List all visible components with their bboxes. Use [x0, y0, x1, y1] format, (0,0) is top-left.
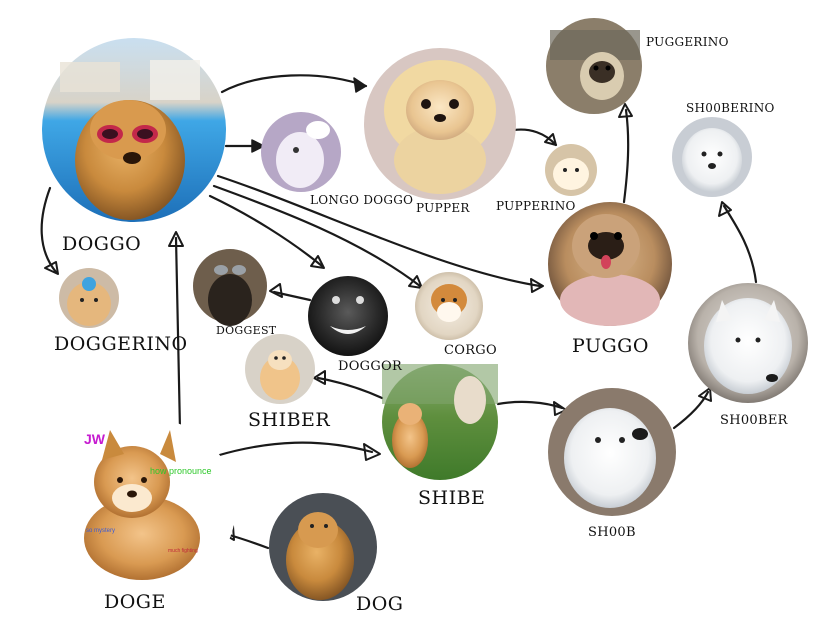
doge-overlay-jw: JW [84, 431, 106, 447]
shoober-photo [688, 283, 808, 403]
arrowhead [251, 139, 265, 153]
arrowhead [269, 283, 283, 298]
label-pupperino: PUPPERINO [496, 199, 576, 213]
label-shoob: SH00B [588, 525, 636, 540]
arrowhead [353, 77, 367, 93]
arrow-shoob-to-shoober [672, 390, 710, 430]
corgo-photo [415, 272, 483, 340]
label-doggo: DOGGO [62, 233, 141, 255]
arrow-shibe-to-shiber [316, 376, 384, 400]
arrowhead [553, 401, 567, 416]
label-doggerino: DOGGERINO [54, 333, 188, 355]
arrow-shoober-to-shooberino [722, 204, 758, 284]
arrow-doggo-to-puggo [216, 174, 542, 288]
doge-overlay-how-pronounce: how pronounce [150, 466, 212, 476]
arrow-dog-to-doge [224, 532, 270, 550]
puggo-photo [548, 202, 672, 326]
doggo-photo [42, 38, 226, 222]
label-shooberino: SH00BERINO [686, 101, 775, 115]
arrow-pupper-to-pupperino [512, 128, 558, 147]
label-pupper: PUPPER [416, 201, 470, 215]
arrows [40, 74, 758, 550]
doge-photo: JW how pronounce so mystery much fightin… [60, 418, 236, 594]
label-longo-doggo: LONGO DOGGO [310, 193, 413, 207]
arrow-puggo-to-puggerino [622, 108, 630, 204]
arrow-doggo-to-doggerino [40, 186, 58, 274]
longo-doggo-photo [261, 112, 341, 192]
arrow-doggo-to-pupper [220, 74, 368, 94]
label-puggo: PUGGO [572, 335, 649, 357]
shiber-photo [245, 334, 315, 404]
label-doge: DOGE [104, 591, 166, 613]
pupper-photo [364, 48, 516, 200]
label-doggest: DOGGEST [216, 324, 277, 337]
label-puggerino: PUGGERINO [646, 35, 729, 49]
arrow-doggor-to-doggest [272, 290, 312, 302]
arrow-doggo-to-corgo [212, 184, 422, 288]
arrowhead [168, 231, 184, 247]
label-dog: DOG [356, 593, 404, 615]
arrowhead [44, 261, 59, 275]
pupperino-photo [545, 144, 597, 196]
arrowhead [530, 278, 544, 293]
dog-photo [269, 493, 377, 601]
arrowhead [310, 255, 325, 269]
label-doggor: DOGGOR [338, 359, 403, 374]
doge-overlay-so-mystery: so mystery [86, 528, 115, 534]
doggor-photo [308, 276, 388, 356]
arrowhead [408, 275, 423, 289]
label-shibe: SHIBE [418, 487, 485, 509]
doge-overlay-much-fighting: much fighting [168, 548, 198, 554]
label-corgo: CORGO [444, 343, 497, 358]
labels: DOGGO LONGO DOGGO PUPPER PUPPERINO PUGGE… [54, 35, 789, 615]
arrowhead [313, 370, 326, 385]
shibe-photo [382, 364, 498, 480]
arrowhead [718, 201, 732, 217]
label-shiber: SHIBER [248, 409, 330, 431]
arrowhead [544, 133, 557, 146]
arrowhead [618, 103, 633, 118]
arrow-doge-to-shibe [214, 441, 374, 458]
doggest-photo [193, 249, 267, 326]
label-shoober: SH00BER [720, 413, 789, 428]
arrow-shibe-to-shoob [496, 400, 564, 410]
shooberino-photo [672, 117, 752, 197]
arrow-doge-to-doggo [174, 236, 182, 432]
shoob-photo [548, 388, 676, 516]
puggerino-photo [546, 18, 642, 114]
arrow-doggo-to-doggest [208, 194, 324, 268]
doggerino-photo [59, 268, 119, 328]
arrowhead [698, 387, 712, 402]
arrowhead [363, 443, 381, 461]
